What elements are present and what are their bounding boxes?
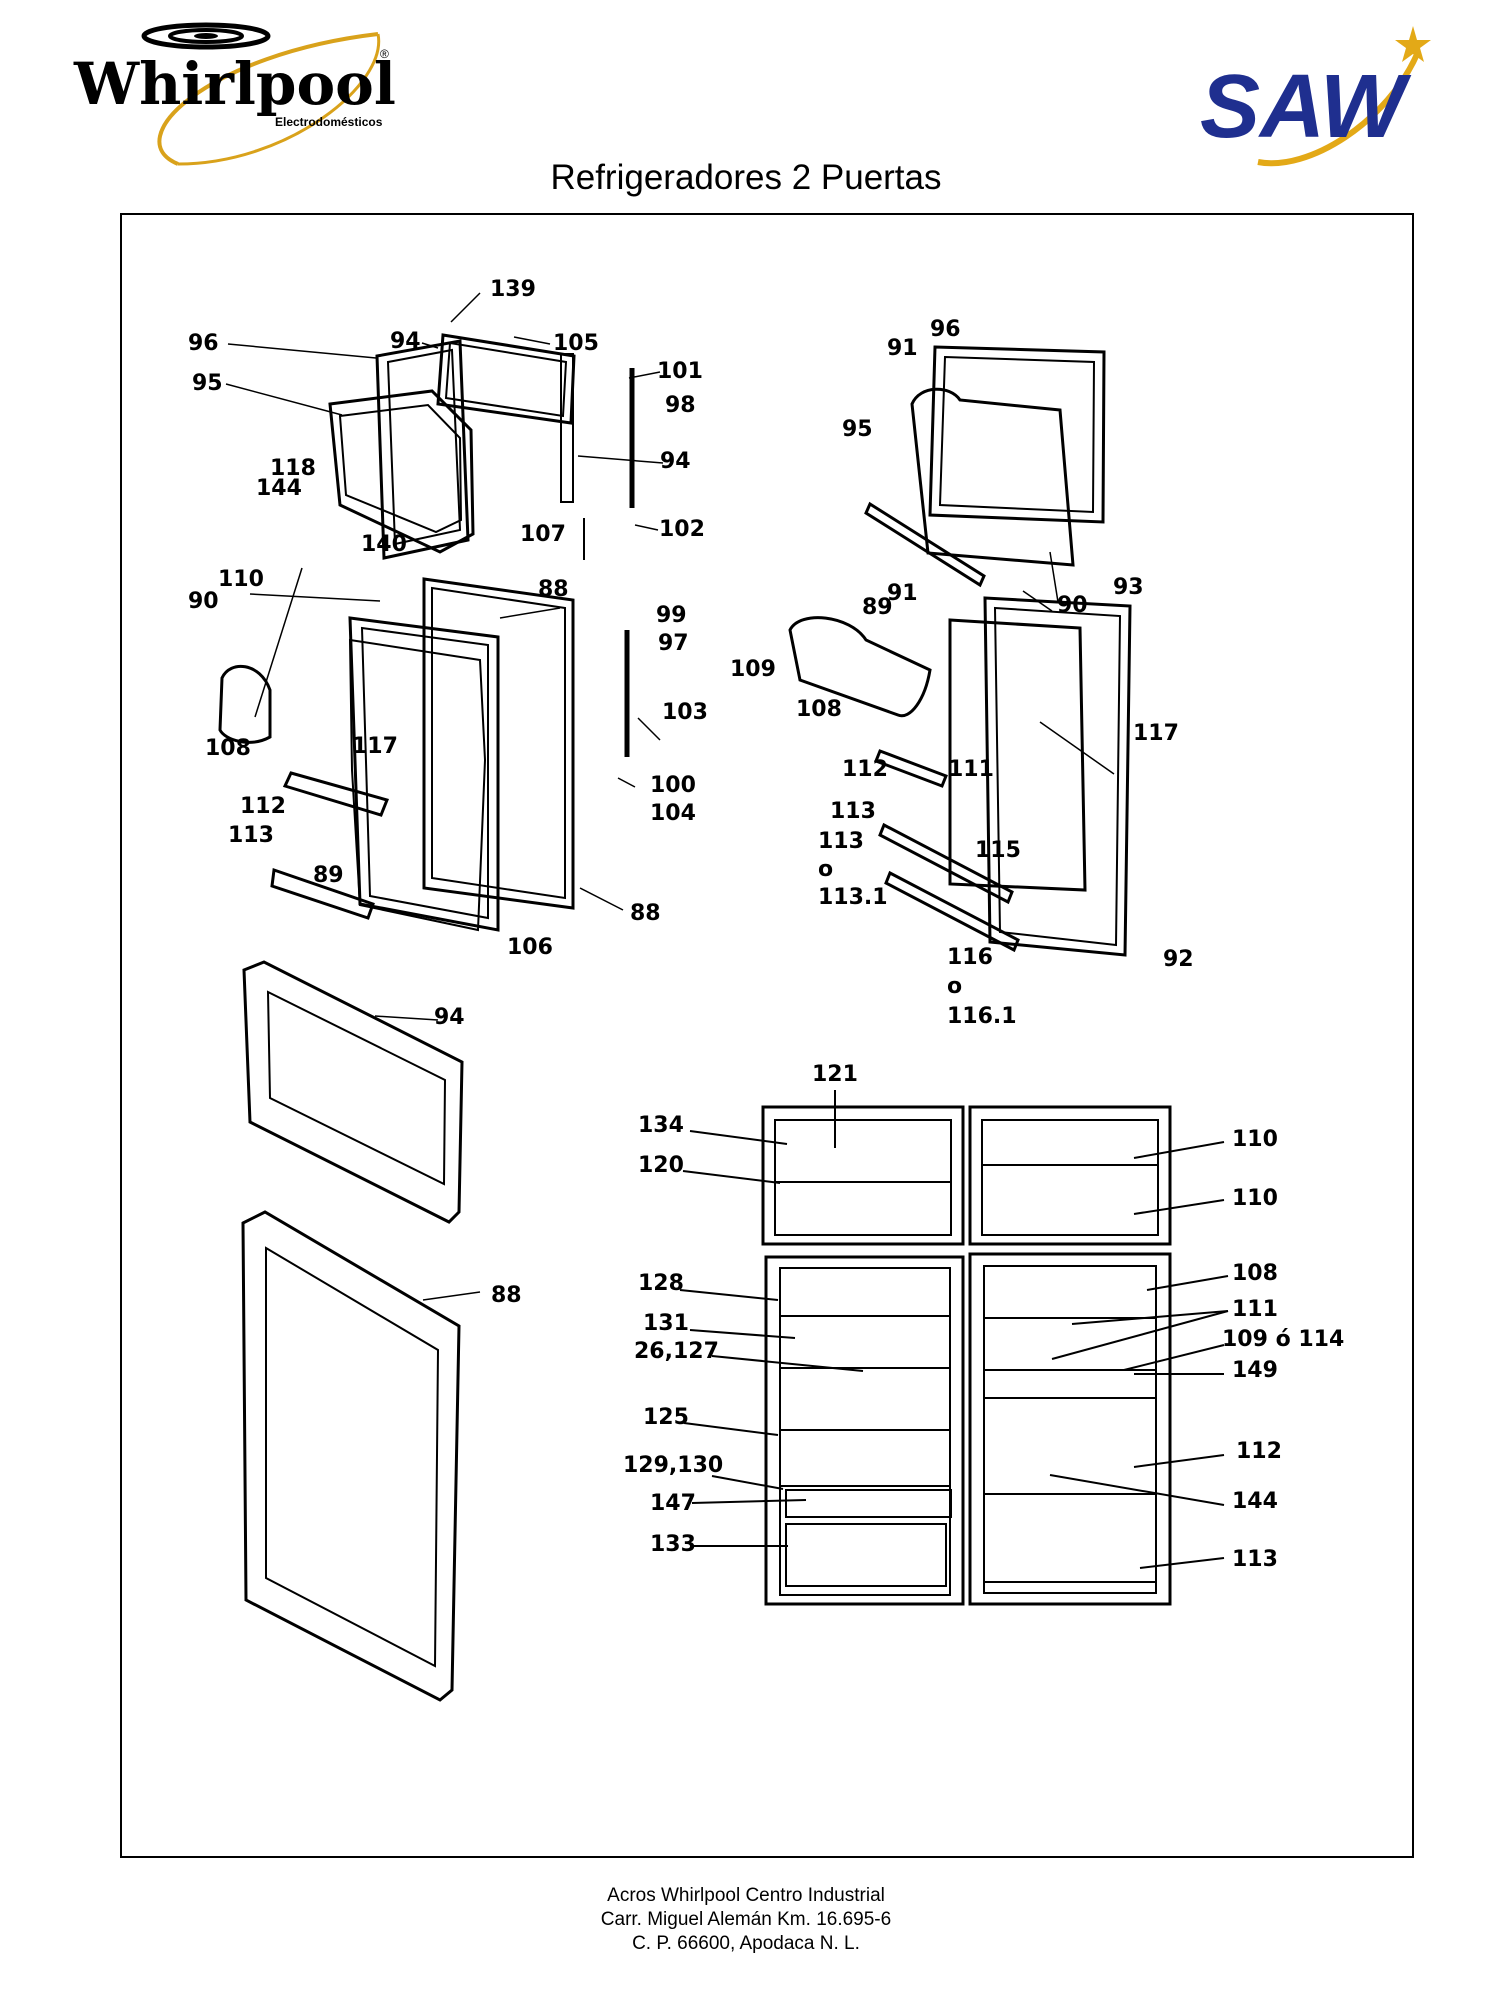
callout-113: 113 (1232, 1547, 1278, 1572)
callout-128: 128 (638, 1271, 684, 1296)
brand-left-text: Whirlpool (73, 50, 396, 118)
callout-94: 94 (434, 1005, 465, 1030)
callout-144: 144 (256, 476, 302, 501)
callout-144: 144 (1232, 1489, 1278, 1514)
callout-134: 134 (638, 1113, 684, 1138)
callout-140: 140 (361, 532, 407, 557)
callout-89: 89 (313, 863, 344, 888)
callout-91: 91 (887, 581, 918, 606)
star-icon (1395, 26, 1431, 62)
callout-26-127: 26,127 (634, 1339, 719, 1364)
callout-88: 88 (491, 1283, 522, 1308)
callout-116-1: 116.1 (947, 1004, 1017, 1029)
callout-112: 112 (240, 794, 286, 819)
callout-129-130: 129,130 (623, 1453, 723, 1478)
callout-147: 147 (650, 1491, 696, 1516)
door-panels (241, 960, 464, 1702)
callout-110: 110 (1232, 1186, 1278, 1211)
callout-112: 112 (1236, 1439, 1282, 1464)
brand-right-text: SAW (1200, 57, 1412, 157)
callout-113-1: 113.1 (818, 885, 888, 910)
whirlpool-logo: Whirlpool Electrodomésticos ® (73, 22, 396, 166)
callout-108: 108 (205, 736, 251, 761)
callout-95: 95 (192, 371, 223, 396)
callout-117: 117 (352, 734, 398, 759)
callout-108: 108 (1232, 1261, 1278, 1286)
callout-94: 94 (390, 329, 421, 354)
callout-116: 116 (947, 945, 993, 970)
callout-110: 110 (218, 567, 264, 592)
fresh-food-door-exploded (218, 577, 630, 932)
callout-113: 113 (830, 799, 876, 824)
front-view-leaders (679, 1090, 1229, 1569)
saw-logo: SAW (1200, 26, 1431, 167)
callout-100: 100 (650, 773, 696, 798)
callout-121: 121 (812, 1062, 858, 1087)
callout-96: 96 (930, 317, 961, 342)
callout-90: 90 (188, 589, 219, 614)
footer-line-3: C. P. 66600, Apodaca N. L. (632, 1933, 860, 1954)
callout-o: o (947, 974, 962, 999)
callout-97: 97 (658, 631, 689, 656)
callout-131: 131 (643, 1311, 689, 1336)
callout-118: 118 (270, 456, 316, 481)
callout-111: 111 (948, 757, 994, 782)
callout-110: 110 (1232, 1127, 1278, 1152)
callout-109: 109 (730, 657, 776, 682)
callout-91: 91 (887, 336, 918, 361)
diagram-frame (120, 213, 1414, 1858)
callout-102: 102 (659, 517, 705, 542)
callout-149: 149 (1232, 1358, 1278, 1383)
right-doors-exploded (788, 345, 1132, 957)
callout-112: 112 (842, 757, 888, 782)
callout-117: 117 (1133, 721, 1179, 746)
callout-99: 99 (656, 603, 687, 628)
callout-labels: 139 96 94 105 101 95 98 94 118 144 107 1… (188, 277, 1344, 1572)
callout-90: 90 (1057, 593, 1088, 618)
freezer-door-exploded (328, 333, 635, 560)
callout-95: 95 (842, 417, 873, 442)
callout-113: 113 (818, 829, 864, 854)
callout-133: 133 (650, 1532, 696, 1557)
callout-92: 92 (1163, 947, 1194, 972)
callout-111: 111 (1232, 1297, 1278, 1322)
callout-139: 139 (490, 277, 536, 302)
callout-113: 113 (228, 823, 274, 848)
callout-106: 106 (507, 935, 553, 960)
callout-103: 103 (662, 700, 708, 725)
brand-left-sub: Electrodomésticos (275, 115, 383, 129)
callout-107: 107 (520, 522, 566, 547)
callout-109-o-114: 109 ó 114 (1222, 1327, 1344, 1352)
callout-98: 98 (665, 393, 696, 418)
callout-104: 104 (650, 801, 696, 826)
callout-93: 93 (1113, 575, 1144, 600)
callout-105: 105 (553, 331, 599, 356)
callout-o: o (818, 857, 833, 882)
footer-line-1: Acros Whirlpool Centro Industrial (607, 1885, 885, 1906)
callout-89: 89 (862, 595, 893, 620)
refrigerator-front-view (761, 1105, 1172, 1606)
callout-88: 88 (630, 901, 661, 926)
leader-lines (225, 292, 1115, 1301)
footer-line-2: Carr. Miguel Alemán Km. 16.695-6 (600, 1909, 892, 1930)
callout-94: 94 (660, 449, 691, 474)
callout-88: 88 (538, 577, 569, 602)
page-title: Refrigeradores 2 Puertas (550, 158, 942, 197)
callout-101: 101 (657, 359, 703, 384)
callout-125: 125 (643, 1405, 689, 1430)
callout-120: 120 (638, 1153, 684, 1178)
registered-mark: ® (380, 47, 389, 61)
callout-115: 115 (975, 838, 1021, 863)
callout-108: 108 (796, 697, 842, 722)
callout-96: 96 (188, 331, 219, 356)
footer-address: Acros Whirlpool Centro Industrial Carr. … (0, 1884, 1492, 1956)
